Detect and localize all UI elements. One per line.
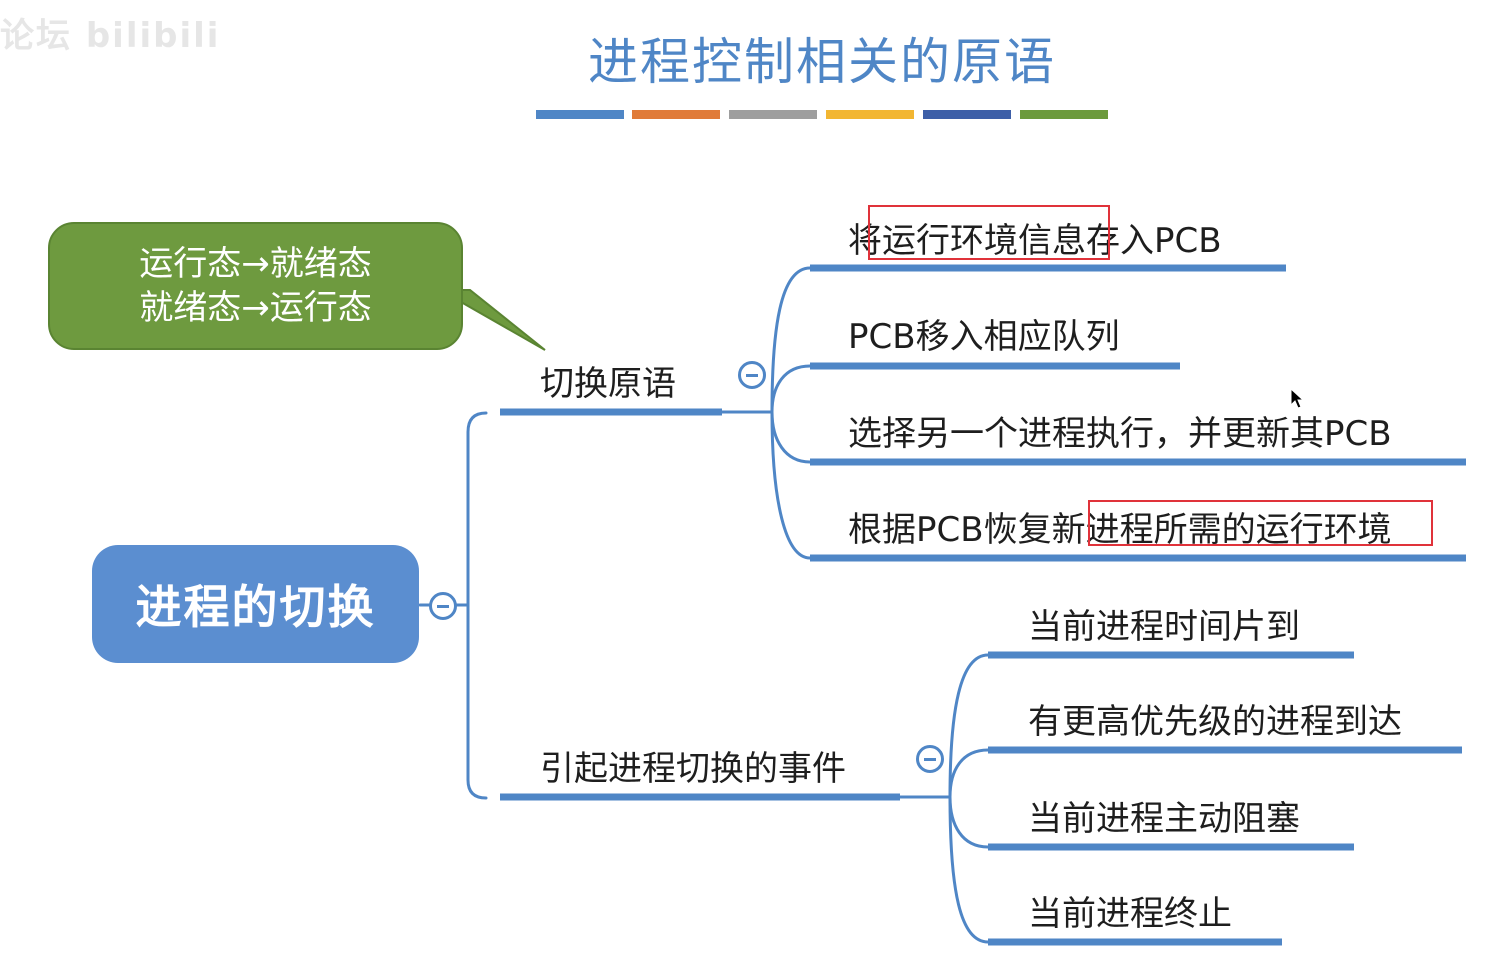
branch2-curve-3 (948, 795, 990, 849)
branch2-curve-1 (948, 653, 990, 799)
callout-bubble: 运行态→就绪态 就绪态→运行态 (48, 222, 463, 350)
root-node[interactable]: 进程的切换 (92, 545, 419, 663)
branch2-curve-4 (948, 795, 990, 944)
branch2-curve-2 (948, 748, 990, 799)
b2-item-1[interactable]: 当前进程时间片到 (1028, 607, 1300, 647)
color-bar-5 (923, 110, 1011, 119)
b1-item-1[interactable]: 将运行环境信息存入PCB (848, 221, 1222, 261)
branch1-curve-1 (770, 266, 812, 414)
watermark: 论坛 bilibili (0, 16, 221, 56)
b2-item-4[interactable]: 当前进程终止 (1028, 894, 1232, 934)
root-label: 进程的切换 (135, 580, 376, 634)
branch1-curve-2 (770, 364, 812, 414)
b2-item-3[interactable]: 当前进程主动阻塞 (1028, 799, 1300, 839)
highlight-box-1 (868, 205, 1110, 260)
color-bar-6 (1020, 110, 1108, 119)
trunk-vertical (466, 411, 488, 800)
branch2-collapse-icon[interactable] (916, 745, 944, 773)
callout-line-1: 运行态→就绪态 (139, 244, 372, 284)
color-bar-4 (826, 110, 914, 119)
page-title: 进程控制相关的原语 (588, 33, 1056, 91)
branch1-curve-4 (770, 410, 812, 560)
b1-item-3[interactable]: 选择另一个进程执行，并更新其PCB (848, 414, 1392, 454)
color-bar-2 (632, 110, 720, 119)
branch1-curve-3 (770, 410, 812, 464)
b1-item-2[interactable]: PCB移入相应队列 (848, 317, 1120, 357)
root-collapse-icon[interactable] (429, 592, 457, 620)
color-bar-1 (536, 110, 624, 119)
callout-line-2: 就绪态→运行态 (139, 288, 372, 328)
color-bar-3 (729, 110, 817, 119)
cursor-icon (1290, 388, 1305, 409)
branch1-collapse-icon[interactable] (738, 361, 766, 389)
b1-item-4[interactable]: 根据PCB恢复新进程所需的运行环境 (848, 510, 1392, 550)
branch2-label[interactable]: 引起进程切换的事件 (540, 749, 846, 789)
branch1-label[interactable]: 切换原语 (540, 364, 676, 404)
highlight-box-2 (1088, 500, 1433, 546)
b2-item-2[interactable]: 有更高优先级的进程到达 (1028, 702, 1402, 742)
